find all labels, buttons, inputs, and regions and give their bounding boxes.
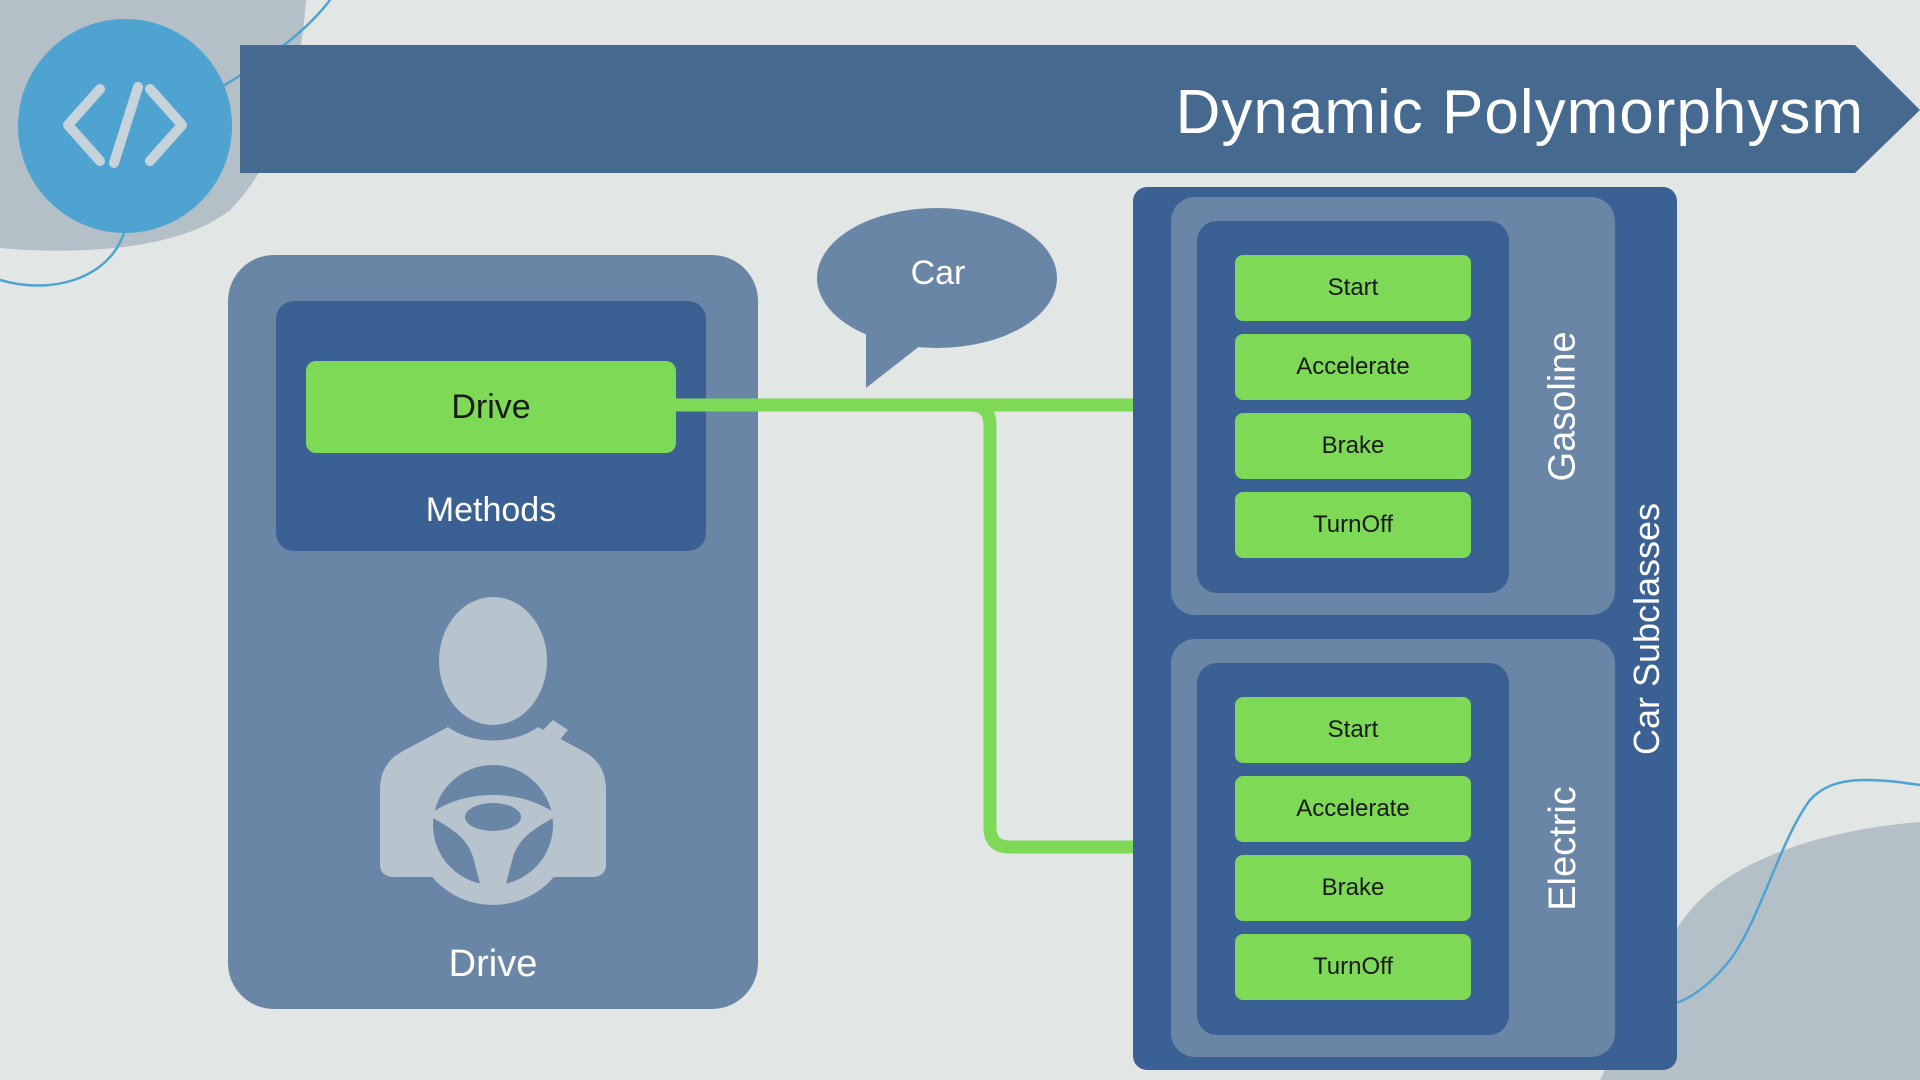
gasoline-accelerate-button[interactable]: Accelerate [1235, 334, 1471, 400]
speech-bubble-label: Car [910, 254, 966, 292]
electric-label: Electric [1541, 785, 1584, 911]
methods-box: Drive Methods [276, 301, 706, 551]
electric-turnoff-button[interactable]: TurnOff [1235, 934, 1471, 1000]
electric-subclass: Start Accelerate Brake TurnOff Electric [1171, 639, 1615, 1057]
drive-method-button[interactable]: Drive [306, 361, 676, 453]
gasoline-start-button[interactable]: Start [1235, 255, 1471, 321]
driver-label: Drive [448, 943, 538, 985]
car-subclasses-label: Car Subclasses [1626, 502, 1668, 755]
gasoline-subclass: Start Accelerate Brake TurnOff Gasoline [1171, 197, 1615, 615]
car-subclasses-panel: Start Accelerate Brake TurnOff Gasoline … [1133, 187, 1677, 1070]
bottom-right-blob [1600, 822, 1920, 1080]
page-title: Dynamic Polymorphysm [1175, 78, 1864, 147]
speech-bubble [817, 208, 1057, 388]
code-brackets-icon [63, 82, 187, 168]
electric-label-wrap: Electric [1523, 639, 1603, 1057]
logo-badge [18, 19, 232, 233]
electric-start-button[interactable]: Start [1235, 697, 1471, 763]
gasoline-label-wrap: Gasoline [1523, 197, 1603, 615]
title-banner [240, 45, 1920, 173]
driver-steering-wheel-icon [380, 597, 606, 905]
methods-label: Methods [425, 491, 557, 529]
electric-accelerate-button[interactable]: Accelerate [1235, 776, 1471, 842]
electric-methods-box: Start Accelerate Brake TurnOff [1197, 663, 1509, 1035]
electric-brake-button[interactable]: Brake [1235, 855, 1471, 921]
gasoline-label: Gasoline [1541, 331, 1584, 481]
gasoline-turnoff-button[interactable]: TurnOff [1235, 492, 1471, 558]
gasoline-brake-button[interactable]: Brake [1235, 413, 1471, 479]
car-subclasses-label-wrap: Car Subclasses [1619, 187, 1675, 1070]
bottom-right-curve [1669, 778, 1920, 1007]
driver-panel: Drive Methods Drive [228, 255, 758, 1009]
gasoline-methods-box: Start Accelerate Brake TurnOff [1197, 221, 1509, 593]
